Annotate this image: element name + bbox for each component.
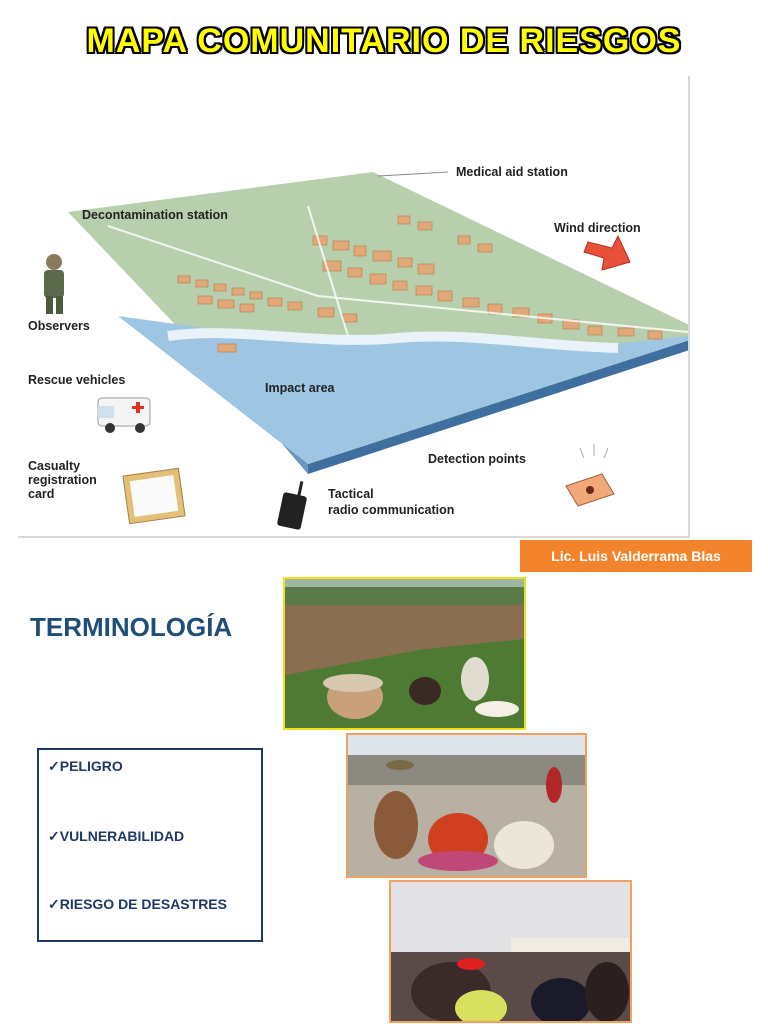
map-board-surface (68, 172, 688, 464)
ambulance-icon (97, 397, 151, 433)
photo-community-meeting (389, 880, 632, 1023)
radio-icon (277, 481, 307, 530)
observer-figure (44, 254, 64, 314)
photo-community-group (346, 733, 587, 878)
label-radio-line-2: radio communication (328, 503, 455, 517)
label-casualty-line-2: registration (28, 473, 97, 487)
page-title: MAPA COMUNITARIO DE RIESGOS (86, 22, 682, 60)
label-decontamination-station: Decontamination station (82, 208, 228, 222)
detection-point-icon (565, 444, 615, 507)
clipboard-icon (122, 467, 186, 525)
label-rescue-vehicles: Rescue vehicles (28, 373, 126, 387)
label-radio-line-1: Tactical (328, 487, 374, 501)
author-badge: Lic. Luis Valderrama Blas (520, 540, 752, 572)
map-water (118, 316, 688, 464)
label-casualty-line-1: Casualty (28, 459, 81, 473)
term-item: ✓PELIGRO (48, 758, 123, 774)
risk-map-illustration: Medical aid station Decontamination stat… (18, 76, 690, 538)
wind-arrow-icon (583, 234, 631, 271)
map-buildings (177, 215, 663, 353)
term-item: ✓RIESGO DE DESASTRES (48, 896, 227, 912)
map-graphic (44, 171, 688, 530)
label-wind-direction: Wind direction (554, 221, 641, 235)
label-observers: Observers (28, 319, 90, 333)
label-medical-aid-station: Medical aid station (456, 165, 568, 179)
section-heading: TERMINOLOGÍA (30, 612, 233, 642)
terms-list-box: ✓PELIGRO ✓VULNERABILIDAD ✓RIESGO DE DESA… (37, 748, 263, 942)
term-item: ✓VULNERABILIDAD (48, 828, 185, 844)
map-board-edge-front (308, 340, 688, 474)
photo-river-community (283, 577, 526, 730)
label-casualty-line-3: card (28, 487, 55, 501)
label-impact-area: Impact area (265, 381, 335, 395)
label-detection-points: Detection points (428, 452, 526, 466)
